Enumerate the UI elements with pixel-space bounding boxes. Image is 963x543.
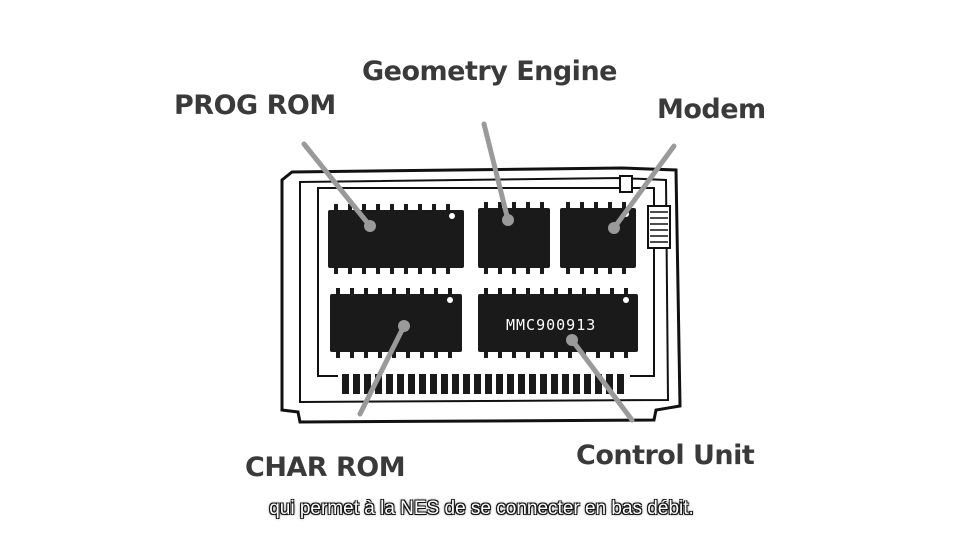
chip-geometry-engine xyxy=(478,202,550,274)
side-connector-pins xyxy=(650,211,668,243)
leader-dot-prog-rom xyxy=(364,220,376,232)
leader-dot-control-unit xyxy=(566,334,578,346)
chip-marking: MMC900913 xyxy=(506,316,596,334)
leader-modem xyxy=(611,143,677,231)
board-tab xyxy=(619,175,633,193)
label-char-rom: CHAR ROM xyxy=(245,452,406,483)
leader-char-rom xyxy=(357,323,407,417)
leader-control-unit xyxy=(569,337,635,423)
leader-geometry-engine xyxy=(481,121,511,223)
board-inner-outline xyxy=(299,176,670,404)
chip-char-rom xyxy=(330,288,462,358)
leader-dot-char-rom xyxy=(398,320,410,332)
chip-prog-rom xyxy=(328,204,464,274)
leader-dot-modem xyxy=(608,222,620,234)
chip-control-unit: MMC900913 xyxy=(478,288,638,358)
side-connector xyxy=(647,205,671,249)
leader-prog-rom xyxy=(301,141,373,229)
label-prog-rom: PROG ROM xyxy=(174,90,336,121)
edge-connector-contacts xyxy=(342,374,624,394)
label-control-unit: Control Unit xyxy=(576,440,755,471)
leader-dot-geometry-engine xyxy=(502,214,514,226)
label-geometry-engine: Geometry Engine xyxy=(362,56,617,87)
video-subtitle: qui permet à la NES de se connecter en b… xyxy=(269,498,694,519)
label-modem: Modem xyxy=(657,94,766,125)
